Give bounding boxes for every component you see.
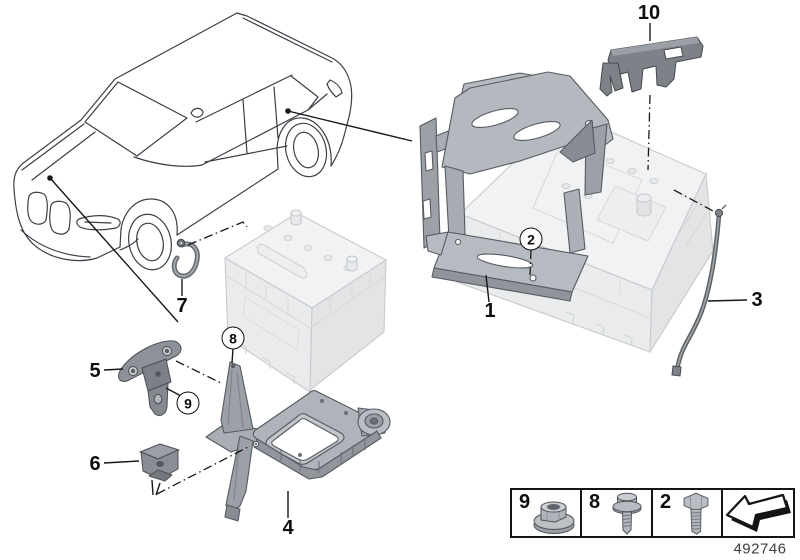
legend-cell-flange-bolt: 8 (582, 490, 653, 536)
small-battery-ghost (223, 209, 388, 394)
part-5-bracket (118, 340, 182, 417)
legend-cell-nut: 9 (512, 490, 582, 536)
part-4-battery-tray (205, 361, 391, 522)
car-outline (13, 12, 353, 271)
legend-ref-9[interactable]: 9 (519, 491, 531, 513)
flange-bolt-icon (612, 492, 642, 535)
legend-ref-8[interactable]: 8 (589, 491, 601, 513)
flange-nut-icon (533, 501, 575, 534)
diagram-number: 492746 (733, 540, 787, 558)
legend-ref-2[interactable]: 2 (660, 491, 672, 513)
callout-3-label[interactable]: 3 (751, 289, 763, 311)
part-3-vent-pipe (671, 204, 727, 377)
hex-bolt-icon (683, 492, 709, 535)
legend-cell-hex-bolt: 2 (653, 490, 723, 536)
callout-5-label[interactable]: 5 (89, 360, 101, 382)
callout-8-circled-label[interactable]: 8 (221, 326, 245, 350)
part-7-hook (171, 238, 200, 279)
part-10-cover-clip (599, 36, 704, 97)
callout-9-circled-label[interactable]: 9 (176, 391, 200, 415)
callout-10-label[interactable]: 10 (637, 2, 661, 24)
direction-of-travel-arrow-icon (725, 493, 791, 532)
callout-2-circled-label[interactable]: 2 (519, 227, 543, 251)
callout-6-label[interactable]: 6 (89, 453, 101, 475)
assembly-reference-lines (156, 94, 714, 495)
callout-lines (47, 23, 748, 518)
callout-1-label[interactable]: 1 (484, 300, 496, 322)
part-1-battery-bracket (419, 71, 614, 302)
callout-4-label[interactable]: 4 (282, 517, 294, 539)
fastener-legend-table: 9 8 2 (510, 488, 795, 538)
callout-7-label[interactable]: 7 (176, 295, 188, 317)
part-6-bracket (139, 443, 180, 482)
legend-cell-direction-arrow (723, 490, 793, 536)
